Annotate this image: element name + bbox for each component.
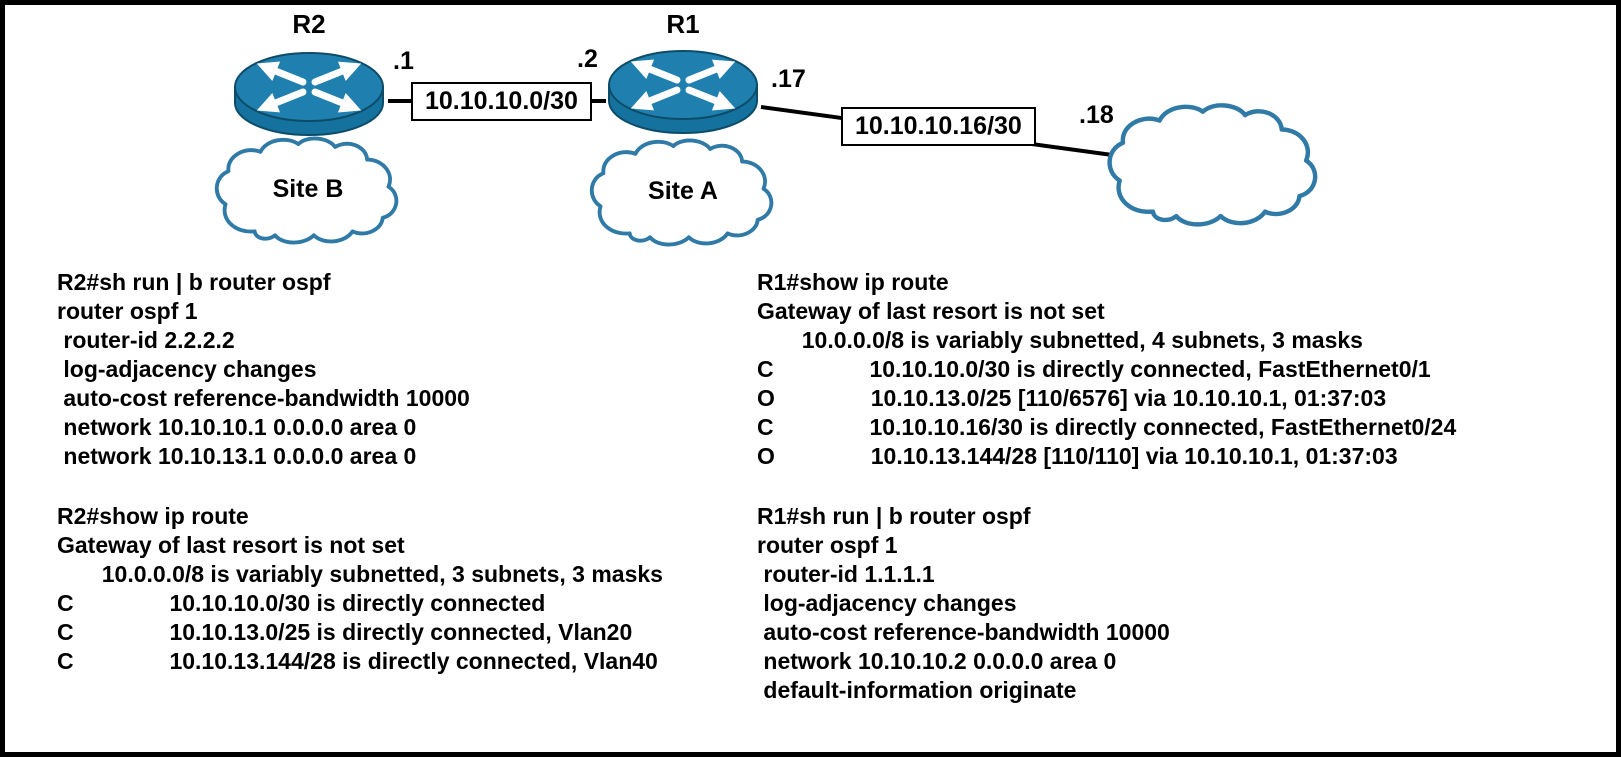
- cli-line: 10.0.0.0/8 is variably subnetted, 3 subn…: [57, 561, 663, 587]
- cli-line: Gateway of last resort is not set: [57, 532, 405, 558]
- router-r1-icon: [603, 41, 763, 145]
- cli-line: router-id 2.2.2.2: [57, 327, 235, 353]
- cli-line: C 10.10.10.0/30 is directly connected, F…: [757, 356, 1431, 382]
- subnet-box-r1-wan: 10.10.10.16/30: [841, 107, 1036, 146]
- cli-line: C 10.10.13.144/28 is directly connected,…: [57, 648, 658, 674]
- cli-line: Gateway of last resort is not set: [757, 298, 1105, 324]
- cli-line: C 10.10.10.0/30 is directly connected: [57, 590, 546, 616]
- router-icon: [234, 52, 384, 136]
- cloud-icon: [1107, 103, 1318, 227]
- subnet-box-r2-r1: 10.10.10.0/30: [411, 82, 592, 121]
- cli-line: O 10.10.13.144/28 [110/110] via 10.10.10…: [757, 443, 1398, 469]
- ip-label-wan: .18: [1079, 101, 1114, 129]
- router-r2-icon: [229, 43, 389, 147]
- cli-line: O 10.10.13.0/25 [110/6576] via 10.10.10.…: [757, 385, 1387, 411]
- cli-line: router ospf 1: [57, 298, 198, 324]
- cloud-site-b-label: Site B: [272, 175, 344, 203]
- cli-line: default-information originate: [757, 677, 1077, 703]
- cli-line: R2#sh run | b router ospf: [57, 269, 331, 295]
- cloud-site-b: Site B: [211, 131, 405, 259]
- cli-column-r1: R1#show ip route Gateway of last resort …: [757, 268, 1616, 736]
- cli-line: C 10.10.13.0/25 is directly connected, V…: [57, 619, 633, 645]
- router-r2-label: R2: [292, 9, 326, 39]
- cli-line: 10.0.0.0/8 is variably subnetted, 4 subn…: [757, 327, 1363, 353]
- cli-line: network 10.10.13.1 0.0.0.0 area 0: [57, 443, 417, 469]
- cli-line: router ospf 1: [757, 532, 898, 558]
- router-icon: [608, 50, 758, 134]
- cli-line: R1#sh run | b router ospf: [757, 503, 1031, 529]
- cli-column-r2: R2#sh run | b router ospf router ospf 1 …: [57, 268, 757, 707]
- cloud-site-a: Site A: [586, 131, 780, 263]
- cli-line: auto-cost reference-bandwidth 10000: [757, 619, 1170, 645]
- cli-line: network 10.10.10.1 0.0.0.0 area 0: [57, 414, 417, 440]
- cli-line: router-id 1.1.1.1: [757, 561, 935, 587]
- cli-line: auto-cost reference-bandwidth 10000: [57, 385, 470, 411]
- cli-block-r2-ospf: R2#sh run | b router ospf router ospf 1 …: [57, 268, 757, 471]
- cloud-icon: [589, 138, 774, 247]
- cli-block-r1-route: R1#show ip route Gateway of last resort …: [757, 268, 1616, 471]
- cli-line: log-adjacency changes: [57, 356, 317, 382]
- cli-block-r2-route: R2#show ip route Gateway of last resort …: [57, 502, 757, 676]
- router-r1-label: R1: [666, 9, 700, 39]
- cli-line: C 10.10.10.16/30 is directly connected, …: [757, 414, 1457, 440]
- cloud-wan: [1103, 97, 1325, 243]
- cloud-icon: [214, 136, 399, 245]
- ip-label-r1-fa024: .17: [771, 65, 806, 93]
- ip-label-r2-fa: .1: [393, 47, 414, 75]
- cloud-site-a-label: Site A: [648, 177, 718, 205]
- cli-line: log-adjacency changes: [757, 590, 1017, 616]
- cli-line: R2#show ip route: [57, 503, 249, 529]
- cli-block-r1-ospf: R1#sh run | b router ospf router ospf 1 …: [757, 502, 1616, 705]
- ip-label-r1-fa01: .2: [577, 45, 598, 73]
- cli-line: network 10.10.10.2 0.0.0.0 area 0: [757, 648, 1117, 674]
- cli-line: R1#show ip route: [757, 269, 949, 295]
